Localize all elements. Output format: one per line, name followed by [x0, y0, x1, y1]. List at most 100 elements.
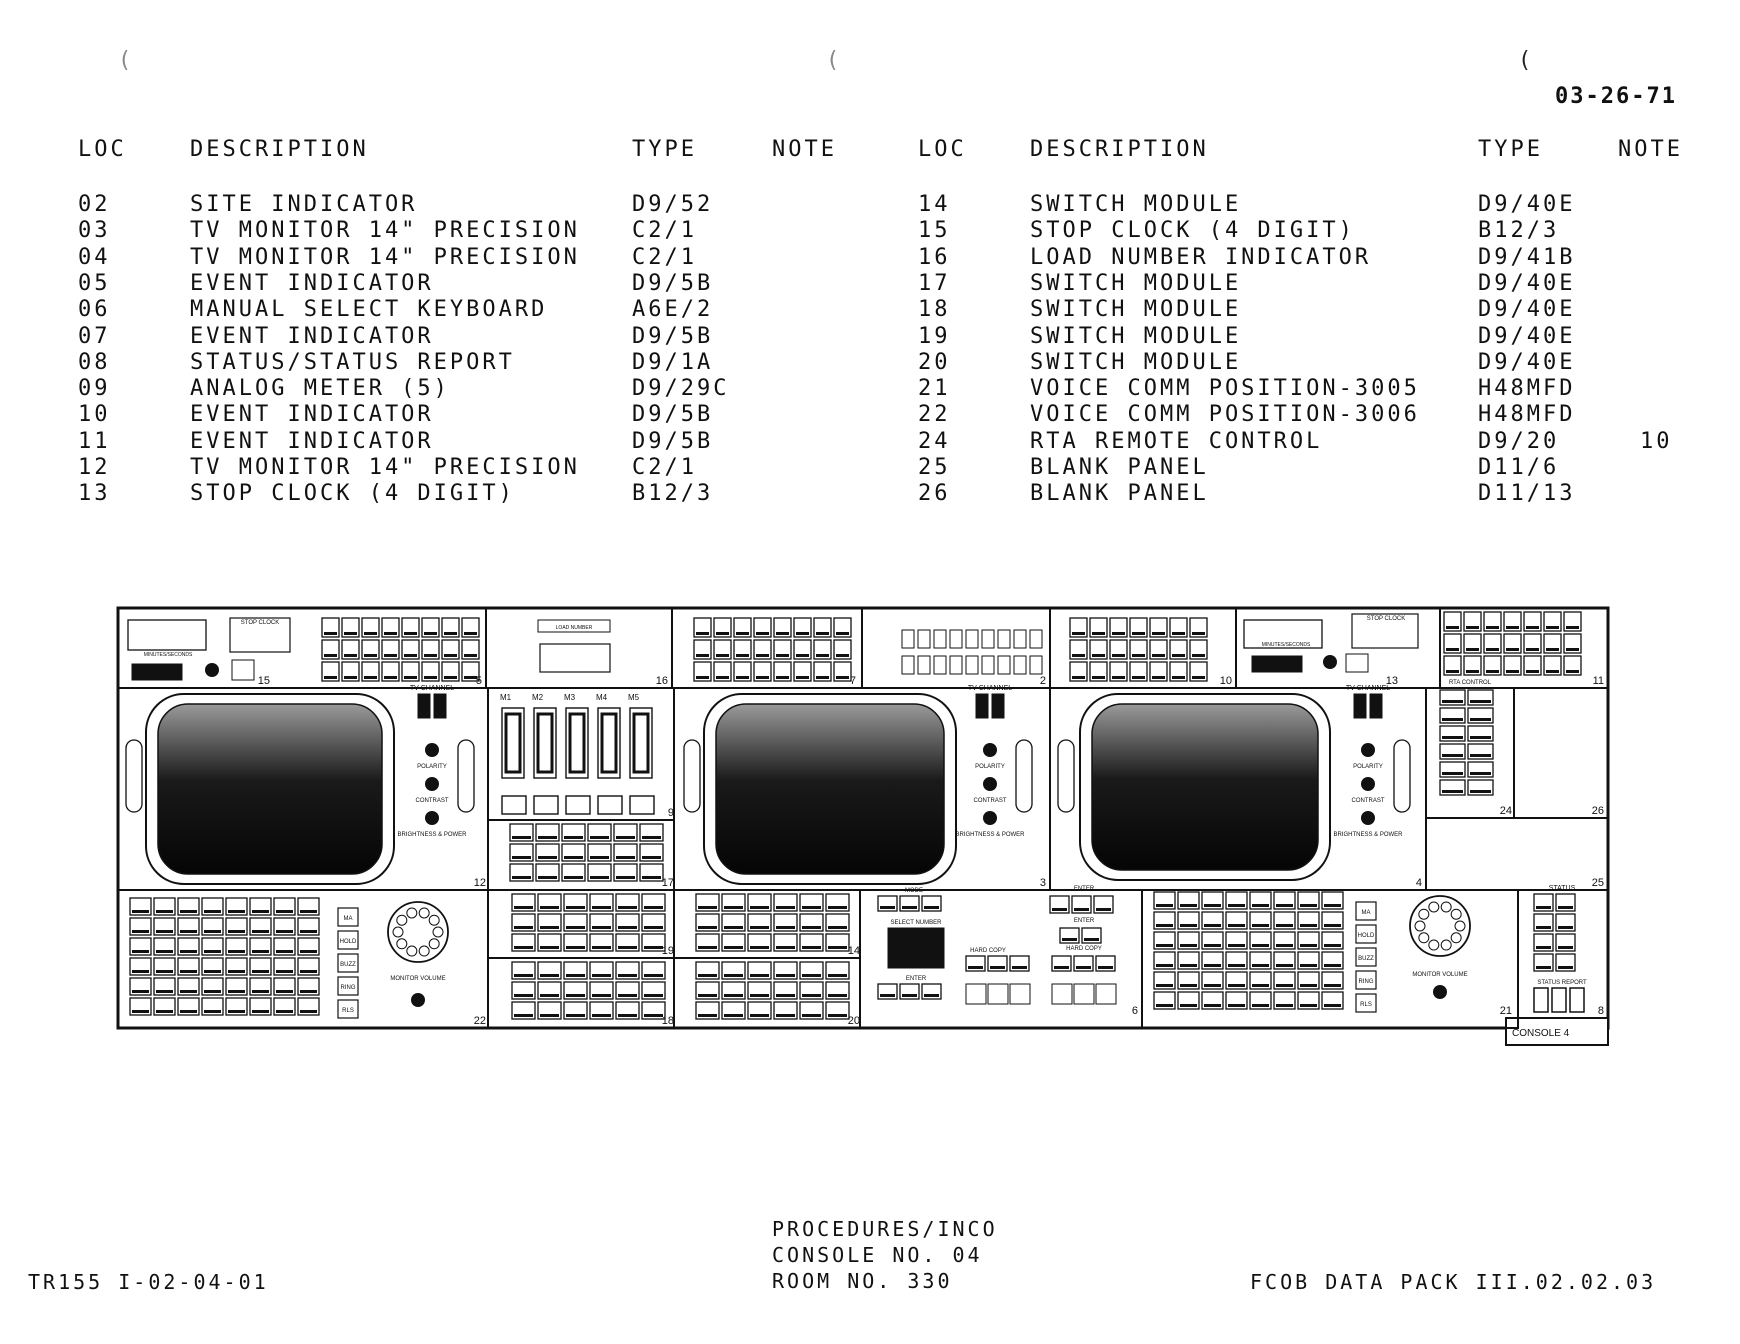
type-cell: D9/5B — [632, 428, 714, 454]
site-lamp — [965, 629, 979, 649]
key-legend — [1466, 670, 1479, 673]
key-legend — [1156, 904, 1173, 907]
key-legend — [1152, 632, 1165, 635]
key-legend — [1442, 718, 1463, 721]
key-legend — [1112, 676, 1125, 679]
key-legend — [344, 654, 357, 657]
key-legend — [540, 926, 559, 929]
type-cell: D9/20 — [1478, 428, 1560, 454]
key-legend — [750, 906, 769, 909]
key-legend — [816, 676, 829, 679]
loc-cell: 12 — [78, 455, 111, 480]
key-legend — [512, 856, 531, 859]
key-legend — [924, 906, 939, 909]
hard-copy-key-grid — [965, 955, 1030, 972]
key-legend — [642, 856, 661, 859]
key-legend — [540, 994, 559, 997]
key-legend — [276, 930, 293, 933]
site-lamp — [901, 629, 915, 649]
key-legend — [204, 990, 221, 993]
key-legend — [698, 1014, 717, 1017]
description-cell: SWITCH MODULE — [1030, 297, 1242, 323]
key-legend — [1486, 670, 1499, 673]
key-legend — [566, 994, 585, 997]
scan-mark: ( — [1518, 48, 1532, 73]
key-legend — [796, 632, 809, 635]
hard-copy-slot — [1051, 983, 1073, 1005]
panel-number: 16 — [656, 675, 668, 687]
reset-knob — [1323, 655, 1337, 669]
monitor-screen — [1091, 703, 1319, 871]
loc-cell: 02 — [78, 192, 111, 217]
tv-channel-switch — [417, 693, 431, 719]
polarity-knob — [983, 743, 997, 757]
comm-key-label: RLS — [342, 1008, 354, 1014]
key-legend — [132, 950, 149, 953]
key-legend — [514, 1014, 533, 1017]
key-legend — [1228, 964, 1245, 967]
event-indicator-grid — [1443, 611, 1582, 676]
comm-key — [1355, 901, 1377, 921]
key-legend — [1052, 908, 1067, 911]
dial-hole — [428, 938, 440, 950]
key-legend — [1204, 924, 1221, 927]
dial-hole — [428, 914, 440, 926]
key-legend — [1180, 1004, 1197, 1007]
panel-number: 4 — [1416, 877, 1422, 889]
key-legend — [736, 632, 749, 635]
key-legend — [1192, 676, 1205, 679]
key-legend — [836, 654, 849, 657]
header-loc: LOC — [78, 137, 127, 162]
key-legend — [1132, 632, 1145, 635]
key-legend — [564, 876, 583, 879]
tv-channel-switch — [1369, 693, 1383, 719]
switch-module-grid — [695, 893, 850, 952]
description-cell: RTA REMOTE CONTROL — [1030, 428, 1323, 454]
key-legend — [880, 906, 895, 909]
key-legend — [1156, 984, 1173, 987]
site-lamp — [933, 629, 947, 649]
monitor-screen — [715, 703, 945, 875]
description-cell: EVENT INDICATOR — [190, 270, 434, 296]
loc-cell: 26 — [918, 481, 951, 507]
type-cell: C2/1 — [632, 218, 697, 244]
dial-hole — [1418, 932, 1430, 944]
key-legend — [698, 906, 717, 909]
key-legend — [724, 926, 743, 929]
key-legend — [750, 994, 769, 997]
key-legend — [1446, 648, 1459, 651]
key-legend — [724, 994, 743, 997]
site-lamp — [997, 655, 1011, 675]
loc-cell: 13 — [78, 481, 111, 507]
key-legend — [1442, 700, 1463, 703]
key-legend — [1062, 938, 1077, 941]
key-legend — [756, 654, 769, 657]
meter-label: M4 — [596, 693, 608, 702]
comm-key — [337, 976, 359, 996]
key-legend — [802, 1014, 821, 1017]
status-report-switch — [1533, 987, 1549, 1013]
contrast-label: CONTRAST — [974, 798, 1007, 804]
type-cell: D9/41B — [1478, 244, 1576, 270]
key-legend — [1300, 964, 1317, 967]
type-cell: D9/40E — [1478, 297, 1576, 323]
status-key-grid — [1533, 893, 1576, 972]
key-legend — [724, 974, 743, 977]
stop-clock-buttons — [229, 617, 291, 653]
switch-module-grid — [511, 893, 666, 952]
key-legend — [566, 926, 585, 929]
document-date: 03-26-71 — [1555, 84, 1677, 109]
comm-key — [1355, 947, 1377, 967]
key-legend — [1156, 944, 1173, 947]
type-cell: H48MFD — [1478, 376, 1576, 402]
comm-key-label: RING — [1359, 979, 1374, 985]
key-legend — [736, 676, 749, 679]
key-legend — [618, 1014, 637, 1017]
key-legend — [1536, 946, 1551, 949]
key-legend — [564, 856, 583, 859]
side-handle — [1057, 739, 1075, 813]
key-legend — [750, 946, 769, 949]
